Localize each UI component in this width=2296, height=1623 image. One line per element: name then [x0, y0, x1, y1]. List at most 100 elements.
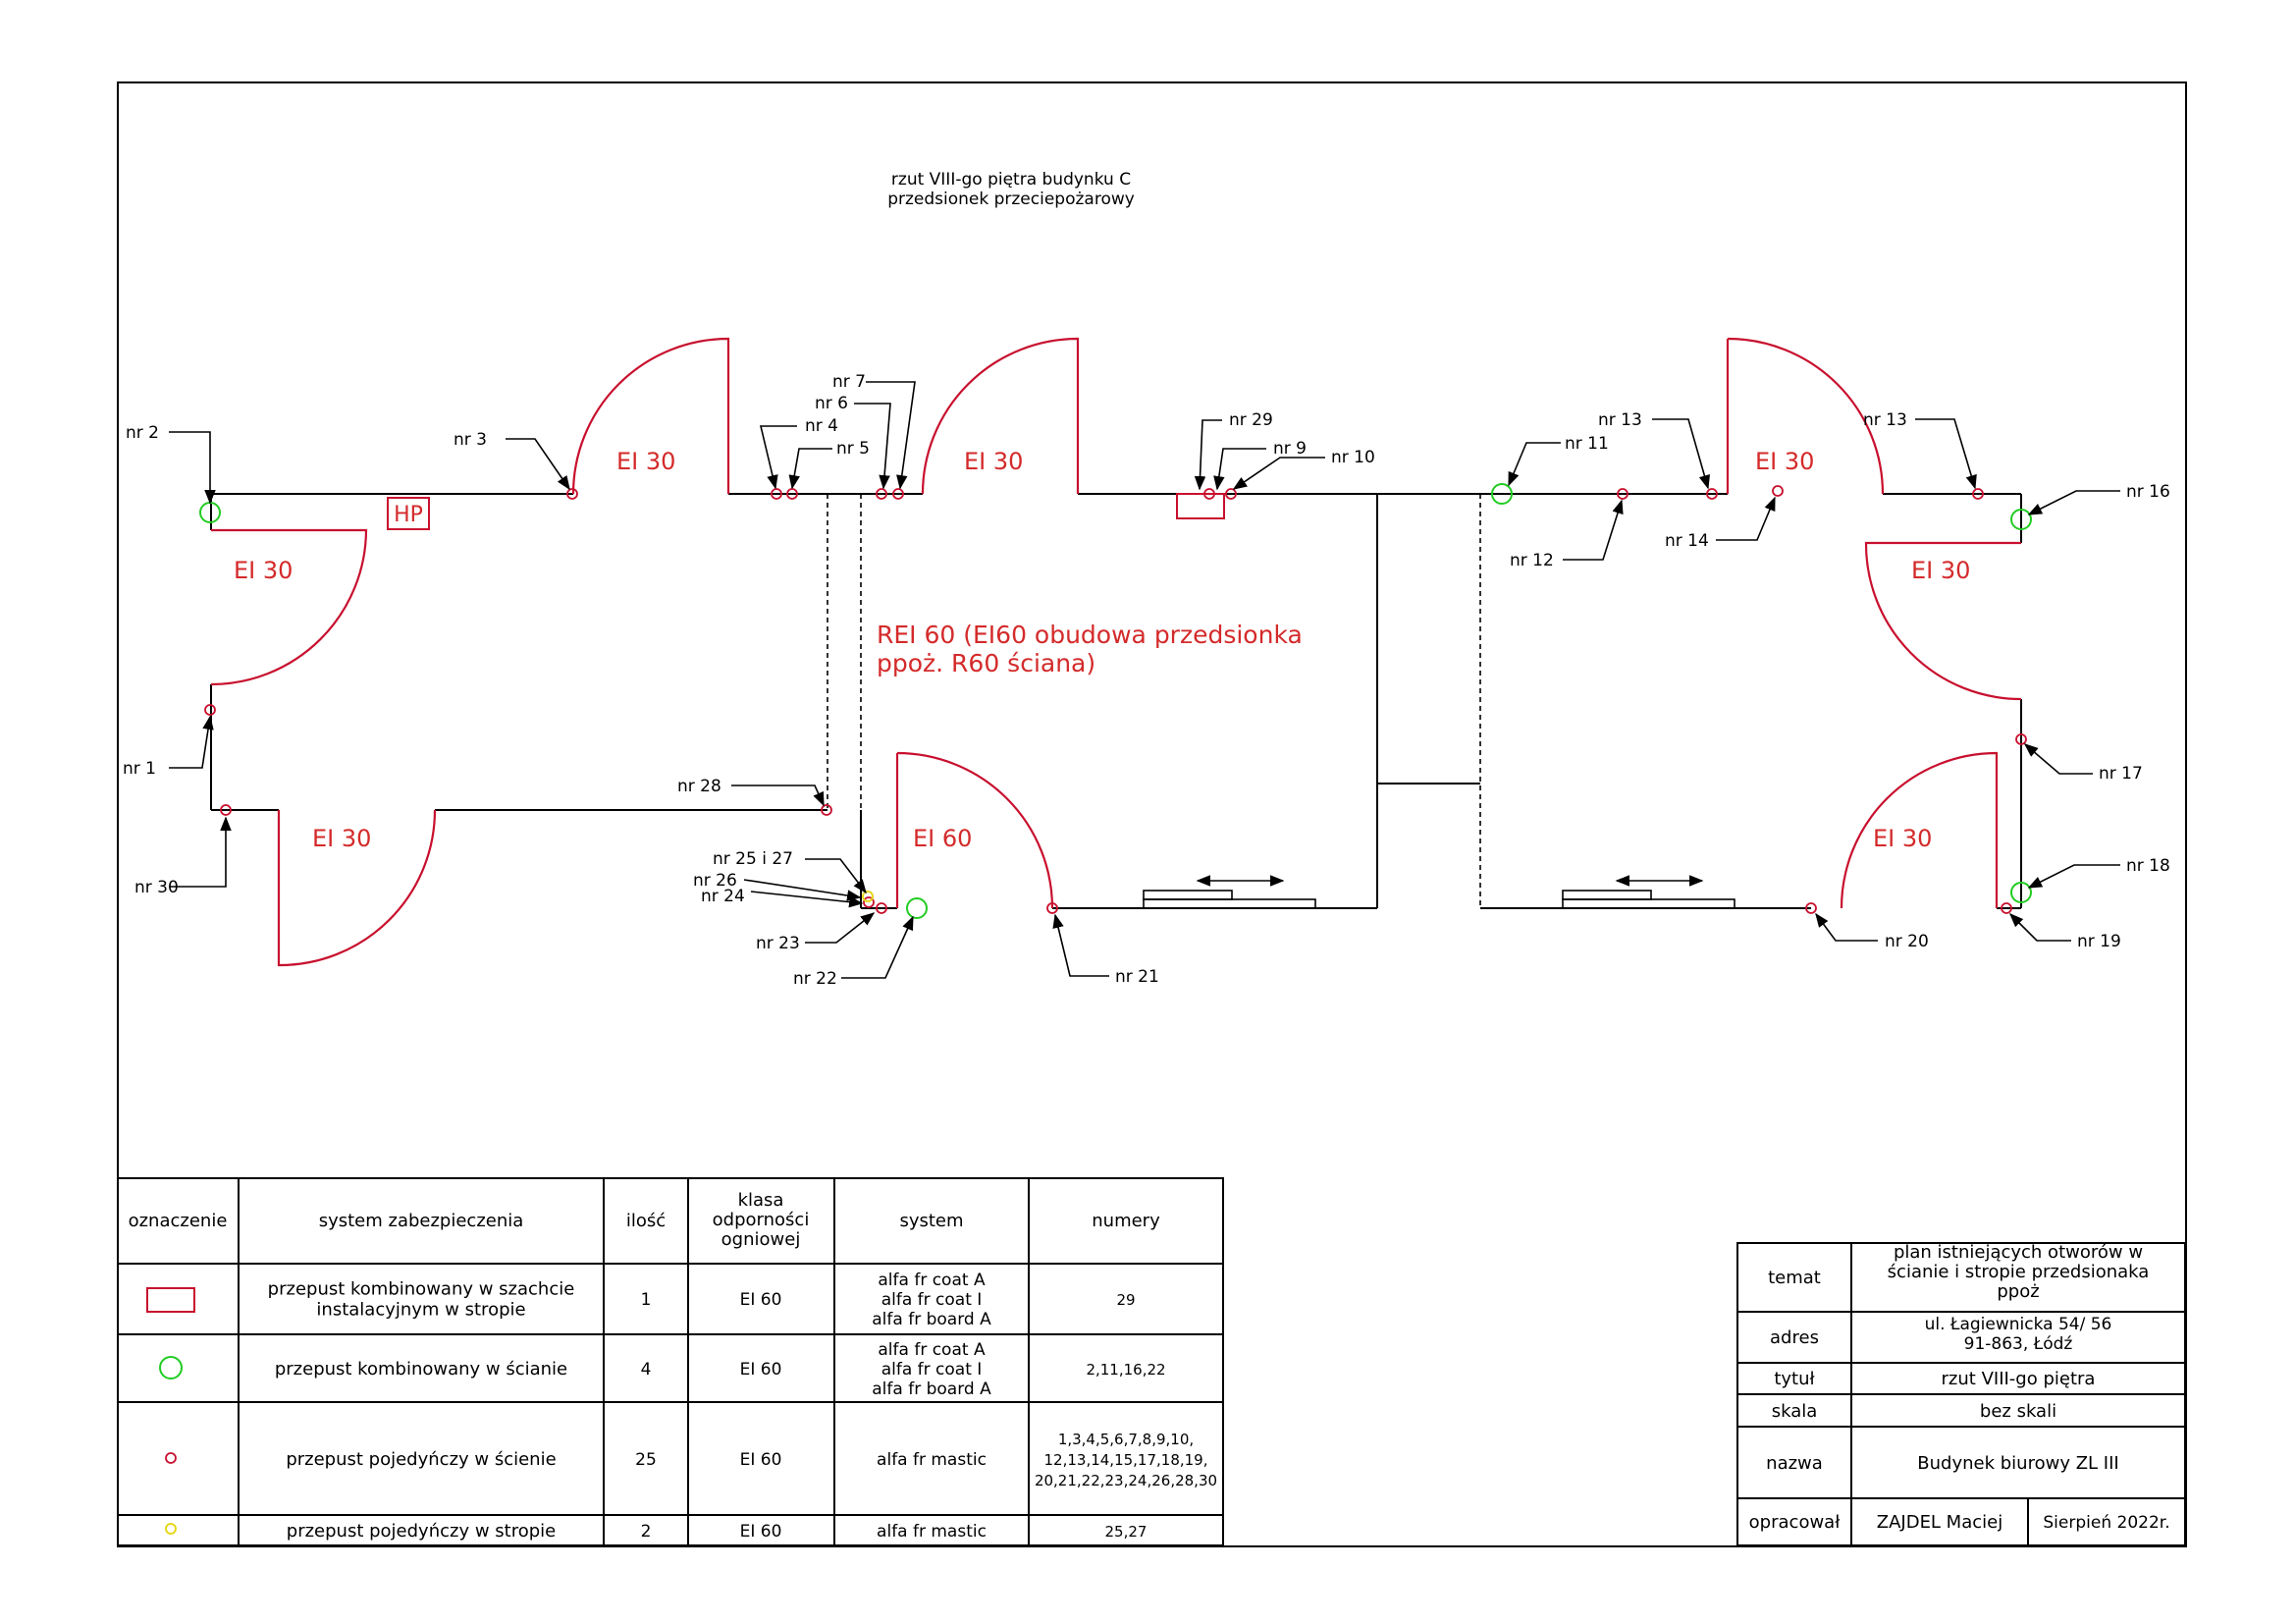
marker-label: nr 30 [134, 878, 179, 897]
marker-label: nr 16 [2126, 482, 2170, 502]
legend-header-symbol: oznaczenie [129, 1211, 228, 1231]
combined-marker [906, 897, 928, 919]
title-block-opracowal-value: ZAJDEL Maciej [1877, 1512, 2002, 1533]
wall-note-line2: ppoż. R60 ściana) [877, 649, 1095, 677]
door-label: EI 30 [1873, 825, 1932, 852]
penetration-marker [1706, 488, 1718, 500]
hydrant-box [387, 497, 430, 530]
walls [210, 493, 2022, 909]
title-block-nazwa-label: nazwa [1766, 1453, 1823, 1474]
marker-labels: nr 1 nr 2 nr 3 nr 4 nr 5 nr 6 nr 7 nr 29… [123, 372, 2170, 989]
ceiling-penetration-25-27 [862, 891, 874, 902]
marker-label: nr 4 [805, 416, 838, 436]
legend-row-count: 25 [635, 1450, 657, 1470]
marker-label: nr 17 [2099, 764, 2143, 784]
marker-label: nr 21 [1115, 967, 1159, 987]
penetration-marker [1203, 488, 1215, 500]
legend-row-numbers: 29 [1116, 1291, 1135, 1309]
marker-label: nr 24 [701, 887, 745, 906]
fire-doors [210, 337, 2022, 967]
marker-label: nr 6 [815, 394, 848, 413]
title-block-opracowal-label: opracował [1749, 1512, 1842, 1533]
penetration-marker [863, 896, 875, 908]
single-wall-penetrations [204, 485, 2027, 914]
door-label: EI 30 [616, 448, 675, 475]
marker-label: nr 5 [836, 439, 870, 459]
title-block-adres-label: adres [1770, 1327, 1819, 1348]
legend-header-system-name: system zabezpieczenia [319, 1211, 524, 1231]
marker-label: nr 22 [793, 969, 837, 989]
marker-label: nr 25 i 27 [713, 849, 793, 869]
penetration-marker [566, 488, 578, 500]
legend-row-count: 4 [641, 1360, 652, 1380]
marker-label: nr 13 [1598, 410, 1642, 430]
penetration-marker [1805, 902, 1817, 914]
penetration-marker [204, 704, 216, 716]
leader-lines [169, 381, 2120, 979]
door-label: EI 30 [1911, 557, 1970, 584]
marker-label: nr 26 [693, 871, 737, 891]
hydrant-label: HP [394, 503, 423, 527]
marker-label: nr 7 [832, 372, 866, 392]
hidden-lines [827, 494, 1481, 908]
sliding-door-right [1562, 875, 1735, 909]
marker-label: nr 2 [126, 423, 159, 443]
door-label: EI 60 [913, 825, 972, 852]
penetration-marker [1972, 488, 1984, 500]
legend-symbol-red-rectangle [146, 1287, 195, 1313]
penetration-marker [2001, 902, 2012, 914]
penetration-marker [1046, 902, 1058, 914]
title-block-nazwa-value: Budynek biurowy ZL III [1917, 1453, 2118, 1474]
marker-label: nr 9 [1273, 439, 1307, 459]
marker-label: nr 20 [1885, 932, 1929, 951]
title-block-tytul-value: rzut VIII-go piętra [1942, 1369, 2096, 1389]
title-block-skala-label: skala [1772, 1401, 1818, 1422]
penetration-marker [1772, 485, 1784, 497]
combined-penetrations [199, 483, 2032, 919]
combined-marker [2010, 882, 2032, 903]
penetration-marker [1225, 488, 1237, 500]
legend-row-system: alfa fr mastic [877, 1450, 987, 1470]
legend-row-name: przepust pojedyńczy w ścienie [286, 1449, 556, 1470]
legend-header-count: ilość [626, 1211, 666, 1231]
penetration-marker [2015, 733, 2027, 745]
marker-label: nr 12 [1510, 551, 1554, 570]
legend-row-class: EI 60 [740, 1360, 782, 1380]
marker-label: nr 1 [123, 759, 156, 779]
legend-table: oznaczenie system zabezpieczenia ilość k… [117, 1177, 1224, 1546]
title-block-date: Sierpień 2022r. [2043, 1513, 2169, 1533]
plan-title-line1: rzut VIII-go piętra budynku C [891, 170, 1131, 189]
combined-marker [2010, 509, 2032, 530]
legend-row-class: EI 60 [740, 1290, 782, 1310]
legend-header-system: system [899, 1211, 963, 1231]
legend-row-name: przepust kombinowany w ścianie [275, 1359, 567, 1380]
title-block-skala-value: bez skali [1980, 1401, 2056, 1422]
door-label: EI 30 [1755, 448, 1814, 475]
legend-row-class: EI 60 [740, 1450, 782, 1470]
marker-label: nr 10 [1331, 448, 1375, 467]
legend-row-class: EI 60 [740, 1522, 782, 1542]
legend-row-count: 1 [641, 1290, 652, 1310]
legend-row-count: 2 [641, 1522, 652, 1542]
marker-label: nr 23 [756, 934, 800, 953]
legend-row-numbers: 1,3,4,5,6,7,8,9,10,12,13,14,15,17,18,19,… [1035, 1431, 1217, 1489]
legend-symbol-small-red-circle [165, 1452, 177, 1464]
marker-label: nr 29 [1229, 410, 1273, 430]
title-block-temat-label: temat [1768, 1268, 1821, 1288]
plan-title-line2: przedsionek przeciepożarowy [887, 189, 1135, 209]
legend-row-name: przepust pojedyńczy w stropie [287, 1521, 556, 1542]
marker-label: nr 28 [677, 777, 721, 796]
door-label: EI 30 [312, 825, 371, 852]
combined-marker [1491, 483, 1513, 505]
penetration-marker [1617, 488, 1629, 500]
marker-label: nr 13 [1863, 410, 1907, 430]
legend-symbol-small-yellow-circle [165, 1523, 177, 1535]
marker-label: nr 11 [1565, 434, 1609, 454]
